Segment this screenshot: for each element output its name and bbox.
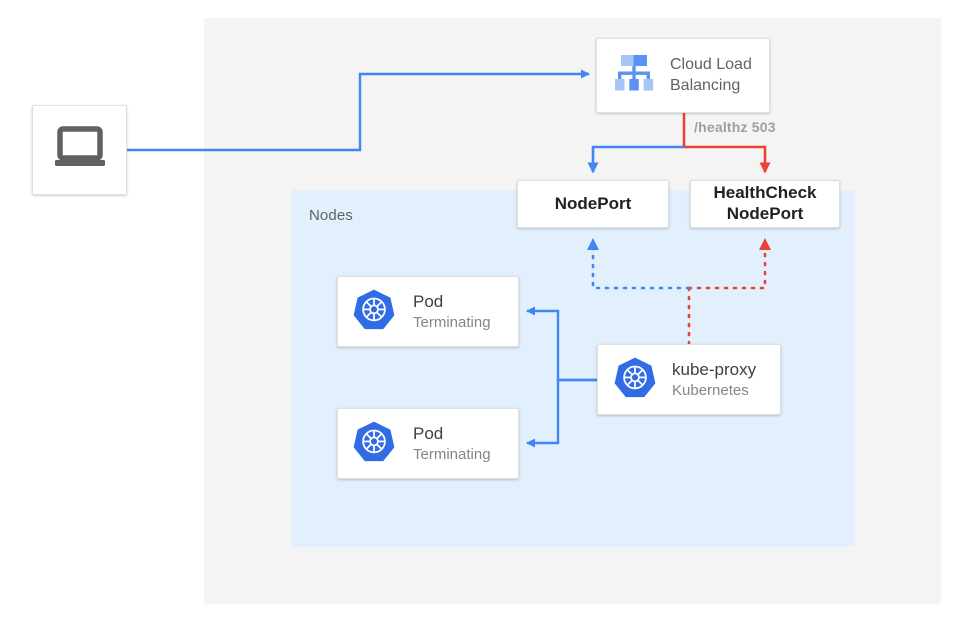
healthcheck-nodeport-node[interactable]: HealthCheck NodePort xyxy=(690,180,840,228)
kube-proxy-title: kube-proxy xyxy=(672,360,757,380)
nodes-panel-label: Nodes xyxy=(309,207,353,224)
pod-2-title: Pod xyxy=(413,424,444,444)
cloud-load-balancing-line2: Balancing xyxy=(670,76,741,94)
healthz-edge-label: /healthz 503 xyxy=(694,119,776,135)
cloud-load-balancing-line1: Cloud Load xyxy=(670,55,752,73)
pod-2-status: Terminating xyxy=(413,445,491,463)
kube-proxy-subtitle: Kubernetes xyxy=(672,381,749,399)
pod-1-title: Pod xyxy=(413,292,444,312)
pod-node-1[interactable]: Pod Terminating xyxy=(337,276,519,347)
kube-proxy-labels: kube-proxy Kubernetes xyxy=(672,359,756,400)
nodeport-label: NodePort xyxy=(554,193,632,213)
pod-1-labels: Pod Terminating xyxy=(413,291,491,332)
nodeport-node[interactable]: NodePort xyxy=(517,180,669,228)
cloud-load-balancing-icon xyxy=(611,52,657,99)
kubernetes-icon xyxy=(353,420,395,467)
pod-1-status: Terminating xyxy=(413,313,491,331)
kubernetes-icon xyxy=(353,288,395,335)
cloud-load-balancing-label: Cloud Load Balancing xyxy=(670,55,752,97)
pod-node-2[interactable]: Pod Terminating xyxy=(337,408,519,479)
healthcheck-nodeport-line1: HealthCheck xyxy=(713,183,817,203)
cloud-load-balancing-node[interactable]: Cloud Load Balancing xyxy=(596,38,770,113)
kube-proxy-node[interactable]: kube-proxy Kubernetes xyxy=(597,344,781,415)
healthcheck-nodeport-line2: NodePort xyxy=(726,204,804,223)
pod-2-labels: Pod Terminating xyxy=(413,423,491,464)
client-node[interactable] xyxy=(32,105,127,195)
laptop-icon xyxy=(53,125,107,175)
healthcheck-nodeport-label: HealthCheck NodePort xyxy=(714,183,817,224)
kubernetes-icon xyxy=(614,356,656,403)
